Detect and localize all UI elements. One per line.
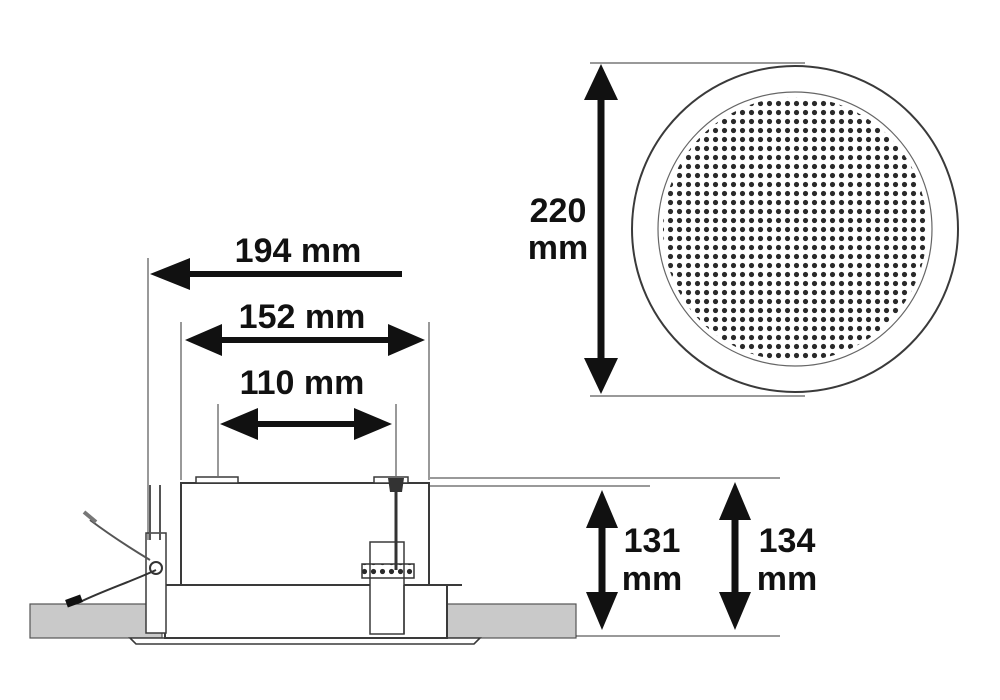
mounting-clamp-right xyxy=(361,478,415,635)
height-a-unit: mm xyxy=(622,560,682,598)
side-view: 194 mm 152 mm 110 mm 131 mm 134 mm xyxy=(29,232,817,645)
height-a-value: 131 xyxy=(624,522,681,560)
outer-width-arrow xyxy=(150,258,402,290)
ceiling-panel-left xyxy=(29,603,163,639)
housing-top-bump-left xyxy=(195,476,239,484)
cutout-width-label: 152 mm xyxy=(239,298,366,336)
diameter-arrow xyxy=(584,64,618,394)
mounting-clamp-left xyxy=(145,485,167,634)
diameter-label-value: 220 xyxy=(530,192,587,230)
height-a-arrow xyxy=(586,490,618,630)
height-b-value: 134 xyxy=(759,522,816,560)
diameter-label-unit: mm xyxy=(528,229,588,267)
ceiling-panel-right xyxy=(445,603,577,639)
body-width-label: 110 mm xyxy=(240,364,365,402)
height-b-unit: mm xyxy=(757,560,817,598)
speaker-grille xyxy=(663,97,927,361)
height-b-arrow xyxy=(719,482,751,630)
front-view: 220 mm xyxy=(528,62,959,397)
speaker-wires xyxy=(65,510,157,608)
outer-width-label: 194 mm xyxy=(235,232,362,270)
cutout-width-arrow xyxy=(185,324,425,356)
clamp-spring xyxy=(361,563,415,579)
body-width-arrow xyxy=(220,408,392,440)
